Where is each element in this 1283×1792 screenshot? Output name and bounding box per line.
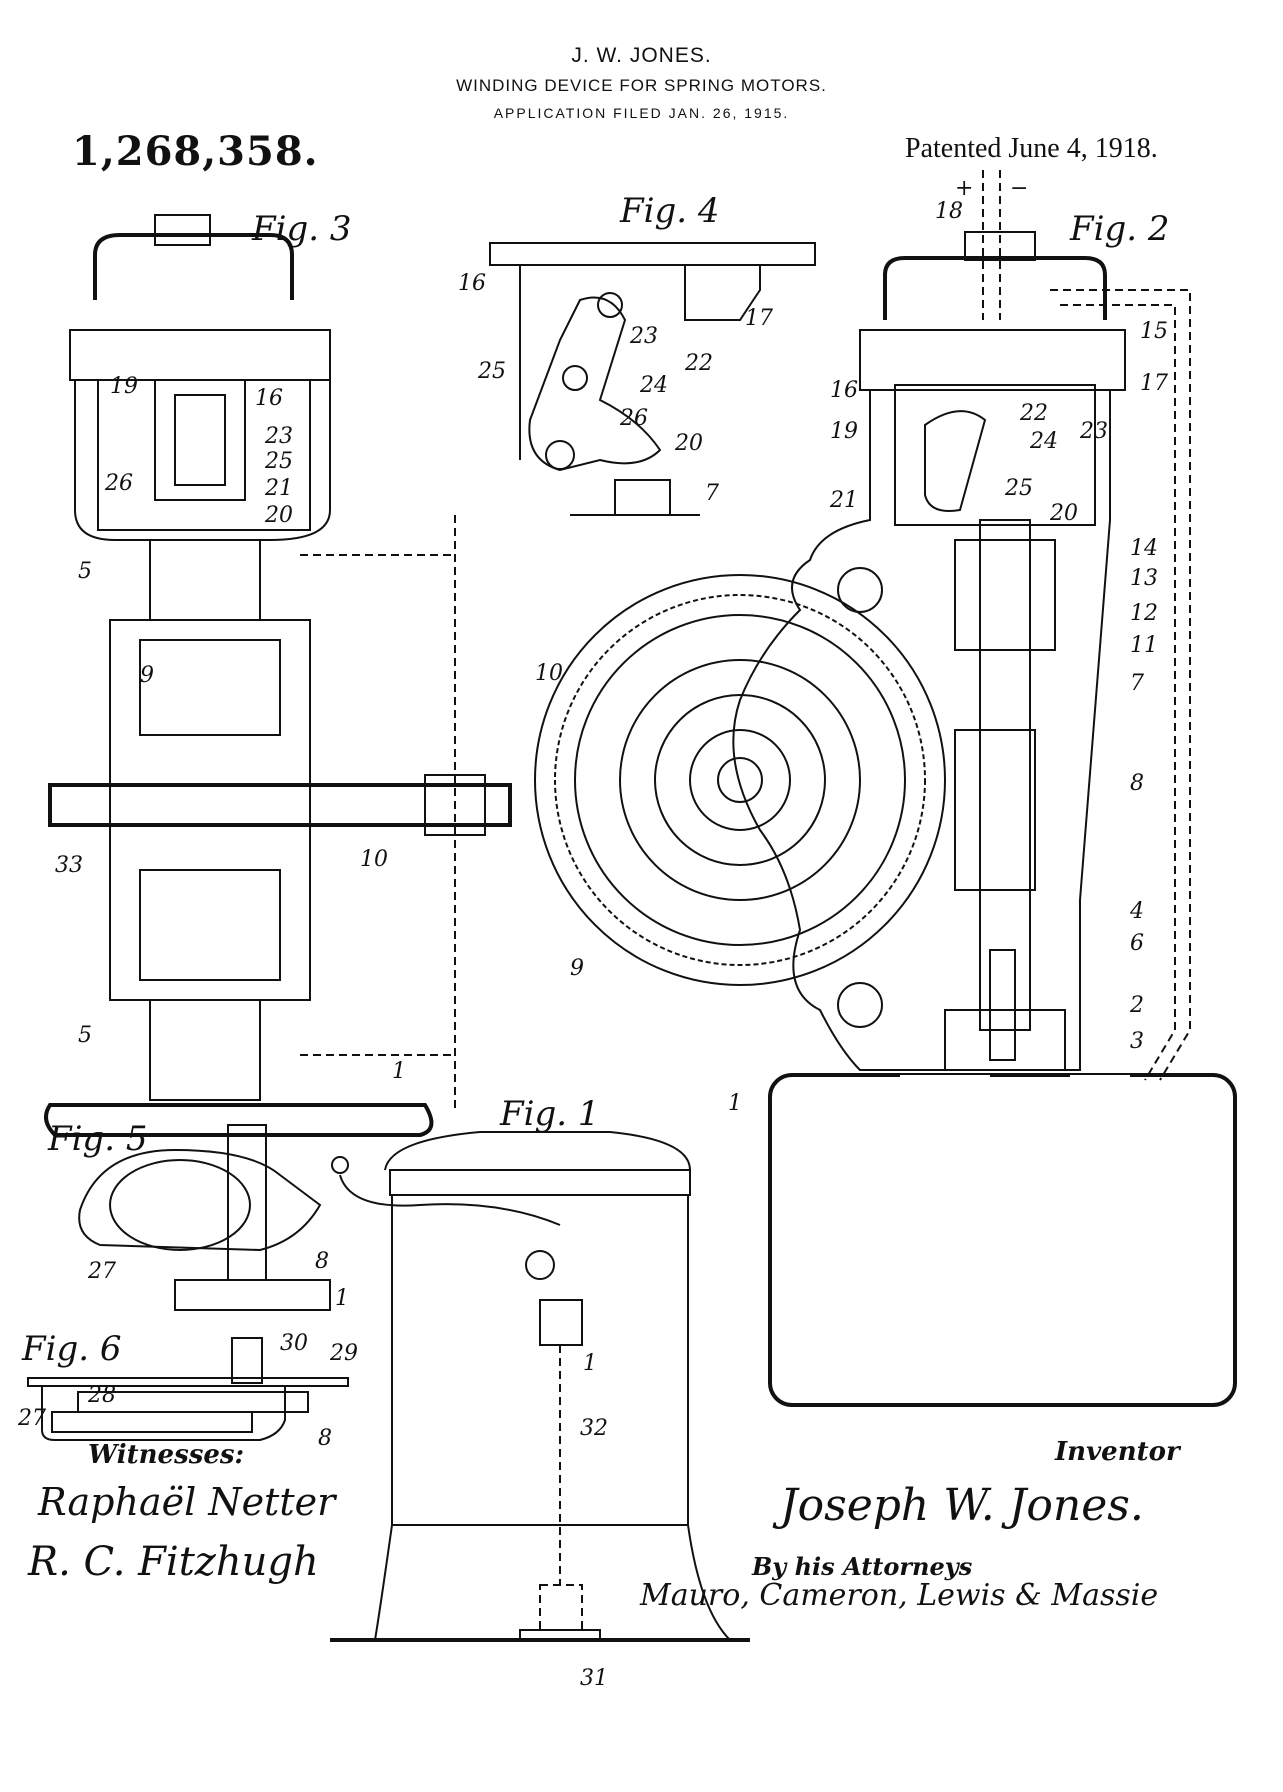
fig2-label: 14 <box>1130 536 1158 561</box>
fig2-label: 18 <box>935 199 963 224</box>
patent-date: Patented June 4, 1918. <box>905 133 1158 164</box>
fig2-label: 10 <box>535 661 563 686</box>
figure-6: Fig. 6 30 29 28 27 8 <box>17 1329 358 1451</box>
fig4-label: 7 <box>705 481 719 506</box>
inventor-signature: Joseph W. Jones. <box>772 1480 1144 1531</box>
fig3-title: Fig. 3 <box>251 209 351 249</box>
fig2-label: 3 <box>1130 1029 1144 1054</box>
fig3-label: 10 <box>360 847 388 872</box>
fig2-label: 23 <box>1079 419 1108 444</box>
fig2-label: 22 <box>1019 401 1048 426</box>
fig1-label: 32 <box>580 1416 608 1441</box>
fig1-label: 31 <box>580 1666 608 1691</box>
fig2-label: 24 <box>1029 429 1058 454</box>
fig2-label: 21 <box>829 488 858 513</box>
figure-1: Fig. 1 1 32 31 <box>330 1094 750 1691</box>
patent-number: 1,268,358. <box>72 128 319 175</box>
figure-2: Fig. 2 + − 18 15 16 17 19 22 23 <box>534 170 1237 1407</box>
attorneys-label: By his Attorneys <box>751 1552 973 1581</box>
fig2-title: Fig. 2 <box>1069 209 1169 249</box>
fig2-label: 4 <box>1129 899 1144 924</box>
fig3-label: 1 <box>392 1059 406 1084</box>
fig2-label: 20 <box>1049 501 1078 526</box>
figure-3: Fig. 3 19 16 23 25 26 21 20 5 9 33 10 5 … <box>44 209 512 1137</box>
fig5-label: 8 <box>315 1249 329 1274</box>
fig2-label: 11 <box>1130 633 1158 658</box>
fig2-label: 15 <box>1140 319 1168 344</box>
witness-signature-1: Raphaël Netter <box>37 1480 338 1524</box>
fig2-label: 2 <box>1129 993 1144 1018</box>
fig3-label: 33 <box>55 853 83 878</box>
fig4-label: 17 <box>745 306 773 331</box>
fig3-label: 9 <box>140 663 154 688</box>
fig3-label: 19 <box>110 374 138 399</box>
polarity-plus: + <box>955 176 973 201</box>
inventor-label: Inventor <box>1054 1437 1182 1467</box>
fig3-label: 20 <box>264 503 293 528</box>
fig2-label: 8 <box>1130 771 1144 796</box>
signature-block: Witnesses: Raphaël Netter R. C. Fitzhugh… <box>27 1437 1182 1613</box>
attorneys-signature: Mauro, Cameron, Lewis & Massie <box>639 1578 1158 1613</box>
figure-5: Fig. 5 27 8 1 <box>47 1119 349 1311</box>
fig4-label: 25 <box>477 359 506 384</box>
fig4-label: 16 <box>458 271 486 296</box>
fig6-label: 30 <box>280 1331 308 1356</box>
fig3-label: 16 <box>255 386 283 411</box>
fig1-title: Fig. 1 <box>499 1094 599 1134</box>
fig6-label: 8 <box>318 1426 332 1451</box>
fig2-label: 17 <box>1140 371 1168 396</box>
witness-signature-2: R. C. Fitzhugh <box>27 1539 319 1585</box>
fig2-label: 25 <box>1004 476 1033 501</box>
fig1-label: 1 <box>583 1351 597 1376</box>
witnesses-label: Witnesses: <box>88 1440 244 1470</box>
inventor-name: J. W. JONES. <box>571 44 712 67</box>
fig2-label: 6 <box>1130 931 1144 956</box>
fig6-label: 29 <box>329 1341 358 1366</box>
fig6-title: Fig. 6 <box>21 1329 121 1369</box>
fig3-label: 25 <box>264 449 293 474</box>
fig5-title: Fig. 5 <box>47 1119 147 1159</box>
fig4-title: Fig. 4 <box>619 191 719 231</box>
fig5-label: 1 <box>335 1286 349 1311</box>
fig4-label: 22 <box>684 351 713 376</box>
fig4-label: 26 <box>619 406 648 431</box>
fig2-label: 9 <box>570 956 584 981</box>
fig4-label: 24 <box>639 373 668 398</box>
fig2-label: 12 <box>1130 601 1158 626</box>
fig6-label: 27 <box>17 1406 46 1431</box>
fig5-label: 27 <box>87 1259 116 1284</box>
filing-date: APPLICATION FILED JAN. 26, 1915. <box>493 105 790 121</box>
fig3-label: 21 <box>264 476 293 501</box>
fig6-label: 28 <box>87 1383 116 1408</box>
fig3-label: 5 <box>78 559 92 584</box>
fig2-label: 19 <box>830 419 858 444</box>
fig4-label: 23 <box>629 324 658 349</box>
fig2-label: 1 <box>728 1091 742 1116</box>
fig2-label: 7 <box>1130 671 1144 696</box>
fig3-label: 23 <box>264 424 293 449</box>
fig2-label: 16 <box>830 378 858 403</box>
fig4-label: 20 <box>674 431 703 456</box>
polarity-minus: − <box>1010 176 1028 201</box>
fig3-label: 5 <box>78 1023 92 1048</box>
figure-4: Fig. 4 16 17 23 22 25 24 26 20 7 <box>458 191 816 516</box>
fig3-label: 26 <box>104 471 133 496</box>
patent-title: WINDING DEVICE FOR SPRING MOTORS. <box>456 76 827 95</box>
fig2-label: 13 <box>1130 566 1158 591</box>
